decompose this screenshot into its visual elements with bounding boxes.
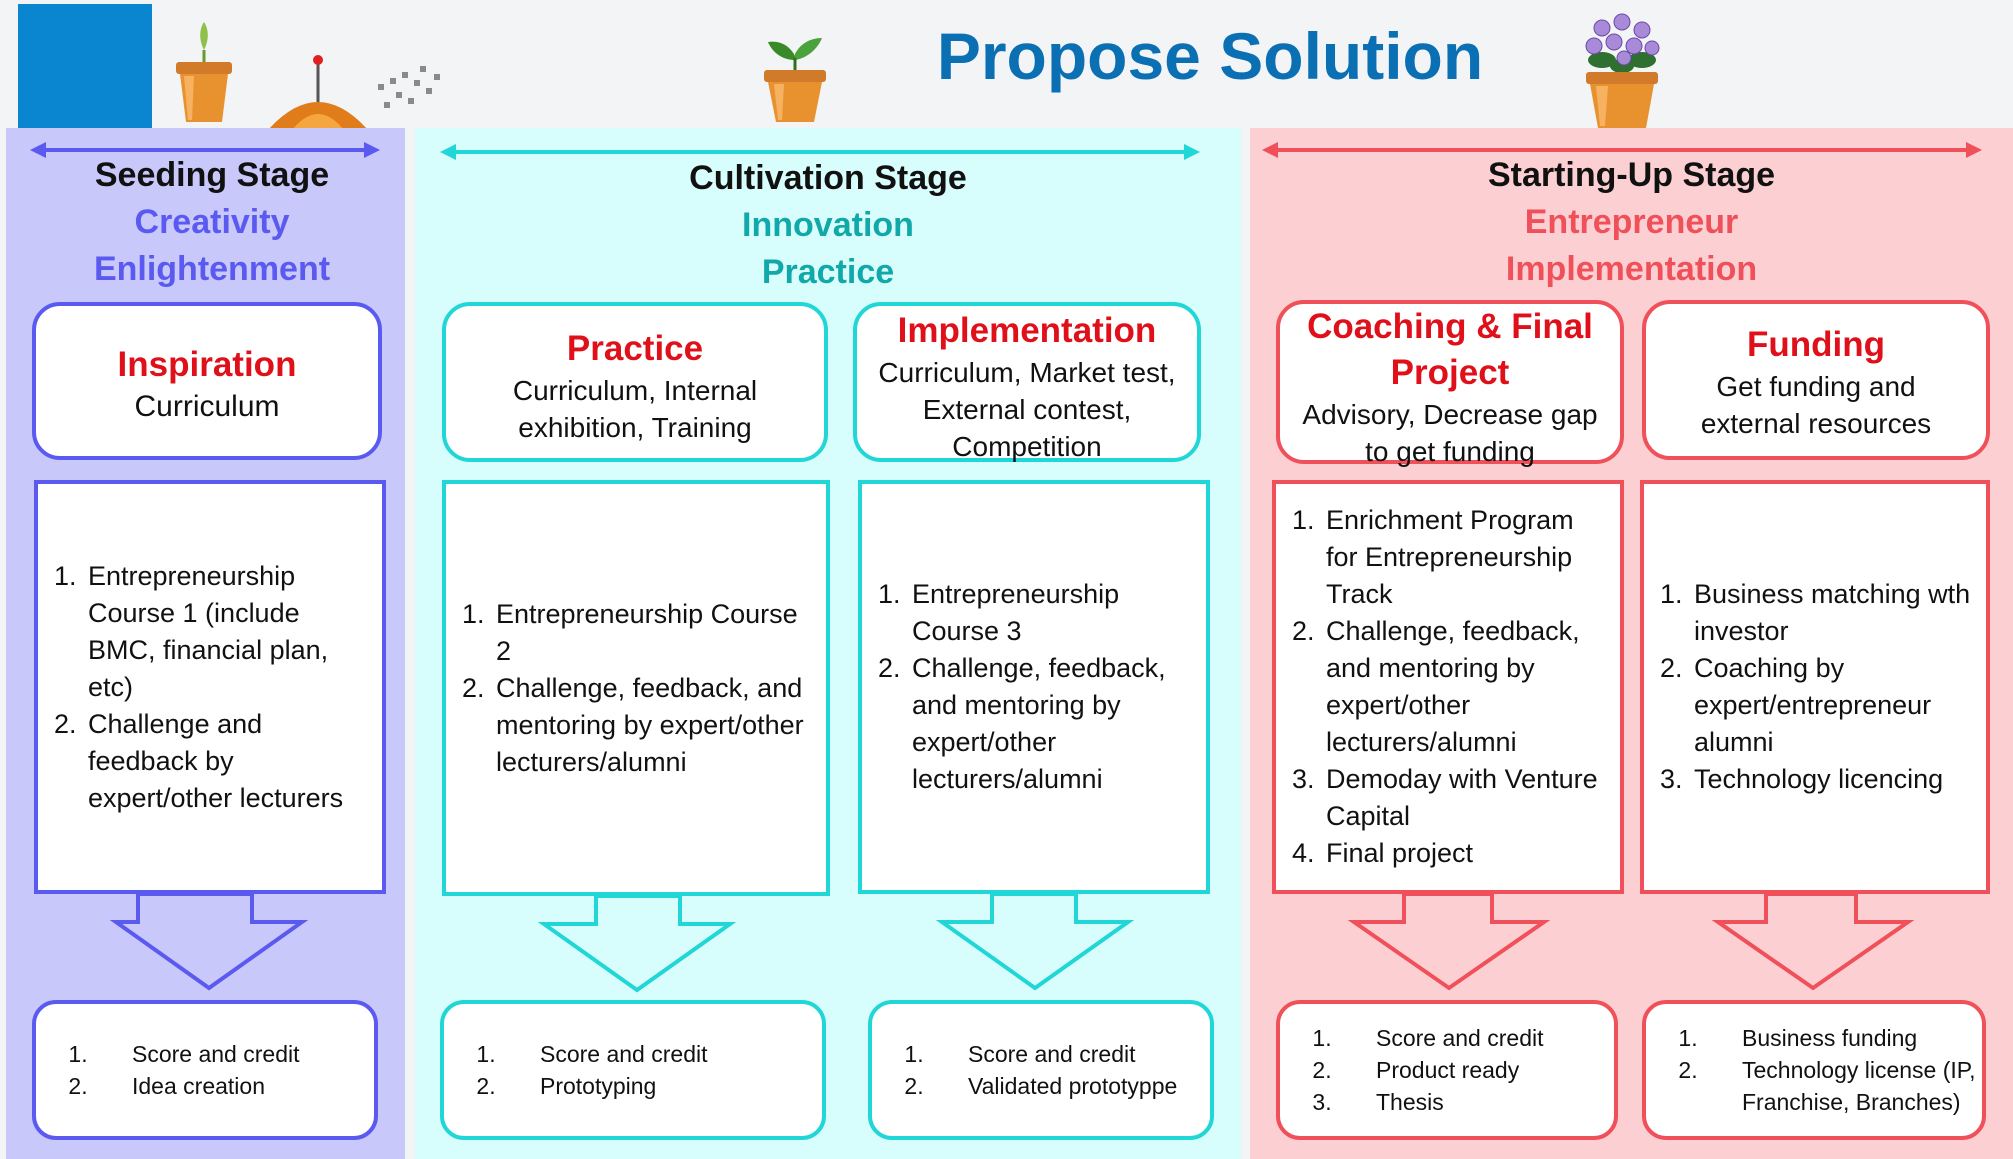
startup-span-arrow [1262, 142, 1982, 158]
funding-desc: Get funding and external resources [1700, 371, 1932, 439]
result-item: Validated prototyppe [930, 1070, 1177, 1102]
coaching-down-arrow [1347, 892, 1551, 991]
activity-item: Challenge and feedback by expert/other l… [84, 706, 368, 817]
sprout-pot-icon [764, 38, 826, 122]
activity-item: Challenge, feedback, and mentoring by ex… [492, 670, 812, 781]
activity-item: Business matching wth investor [1690, 576, 1972, 650]
seeding-span-arrow [30, 142, 380, 158]
implementation-card: Implementation Curriculum, Market test, … [853, 302, 1201, 462]
startup-stage-sub1: Entrepreneur [1524, 203, 1739, 241]
result-item: Idea creation [94, 1070, 299, 1102]
activity-item: Final project [1322, 835, 1606, 872]
seeding-stage-name: Seeding Stage [94, 156, 330, 194]
result-item: Score and credit [1338, 1022, 1543, 1054]
practice-desc: Curriculum, Internal exhibition, Trainin… [512, 375, 758, 443]
seeding-stage-header: Seeding Stage Creativity Enlightenment [6, 152, 418, 293]
activity-item: Entrepreneurship Course 1 (include BMC, … [84, 558, 368, 706]
result-item: Prototyping [502, 1070, 707, 1102]
activity-item: Demoday with Venture Capital [1322, 761, 1606, 835]
cultivation-span-arrow [440, 144, 1200, 160]
coaching-card: Coaching & Final Project Advisory, Decre… [1276, 300, 1624, 467]
seeding-results: Score and credit Idea creation [32, 1000, 378, 1140]
result-item: Technology license (IP, Franchise, Branc… [1704, 1054, 1982, 1118]
coaching-heading: Coaching & Final Project [1307, 307, 1593, 392]
result-item: Score and credit [94, 1038, 299, 1070]
coaching-results: Score and credit Product ready Thesis [1276, 1000, 1618, 1140]
cultivation-stage-name: Cultivation Stage [689, 159, 967, 197]
funding-down-arrow [1711, 892, 1915, 991]
cultivation-stage-header: Cultivation Stage Innovation Practice [415, 155, 1241, 296]
activity-item: Entrepreneurship Course 2 [492, 596, 812, 670]
satellite-dish-icon [268, 55, 440, 130]
page-title: Propose Solution [936, 19, 1484, 93]
inspiration-activities: Entrepreneurship Course 1 (include BMC, … [34, 480, 386, 894]
inspiration-card: Inspiration Curriculum [32, 302, 382, 460]
implementation-desc: Curriculum, Market test, External contes… [878, 357, 1176, 462]
practice-card: Practice Curriculum, Internal exhibition… [442, 302, 828, 462]
activity-item: Challenge, feedback, and mentoring by ex… [908, 650, 1192, 798]
seeding-stage-sub2: Enlightenment [93, 250, 331, 288]
inspiration-heading: Inspiration [117, 345, 297, 384]
activity-item: Challenge, feedback, and mentoring by ex… [1322, 613, 1606, 761]
funding-heading: Funding [1746, 325, 1885, 364]
activity-item: Coaching by expert/entrepreneur alumni [1690, 650, 1972, 761]
seeding-stage-sub1: Creativity [134, 203, 290, 241]
funding-activities: Business matching wth investor Coaching … [1640, 480, 1990, 894]
cultivation-stage-sub1: Innovation [742, 206, 914, 244]
practice-heading: Practice [566, 329, 704, 368]
blue-square-decoration [18, 4, 152, 129]
result-item: Product ready [1338, 1054, 1543, 1086]
activity-item: Entrepreneurship Course 3 [908, 576, 1192, 650]
activity-item: Enrichment Program for Entrepreneurship … [1322, 502, 1606, 613]
practice-down-arrow [537, 894, 737, 993]
inspiration-desc: Curriculum [134, 390, 280, 423]
practice-results: Score and credit Prototyping [440, 1000, 826, 1140]
implementation-down-arrow [935, 892, 1135, 991]
startup-stage-header: Starting-Up Stage Entrepreneur Implement… [1250, 152, 2013, 293]
practice-activities: Entrepreneurship Course 2 Challenge, fee… [442, 480, 830, 896]
implementation-activities: Entrepreneurship Course 3 Challenge, fee… [858, 480, 1210, 894]
result-item: Thesis [1338, 1086, 1543, 1118]
coaching-desc: Advisory, Decrease gap to get funding [1302, 399, 1598, 467]
startup-stage-name: Starting-Up Stage [1487, 156, 1776, 194]
implementation-heading: Implementation [897, 311, 1157, 350]
coaching-activities: Enrichment Program for Entrepreneurship … [1272, 480, 1624, 894]
result-item: Business funding [1704, 1022, 1982, 1054]
activity-item: Technology licencing [1690, 761, 1972, 798]
cultivation-stage-sub2: Practice [761, 253, 895, 291]
funding-results: Business funding Technology license (IP,… [1642, 1000, 1986, 1140]
implementation-results: Score and credit Validated prototyppe [868, 1000, 1214, 1140]
seeding-down-arrow [109, 892, 309, 991]
startup-stage-sub2: Implementation [1505, 250, 1758, 288]
funding-card: Funding Get funding and external resourc… [1642, 300, 1990, 460]
result-item: Score and credit [502, 1038, 707, 1070]
seedling-pot-icon [176, 22, 232, 122]
flower-pot-icon [1585, 13, 1660, 128]
result-item: Score and credit [930, 1038, 1177, 1070]
